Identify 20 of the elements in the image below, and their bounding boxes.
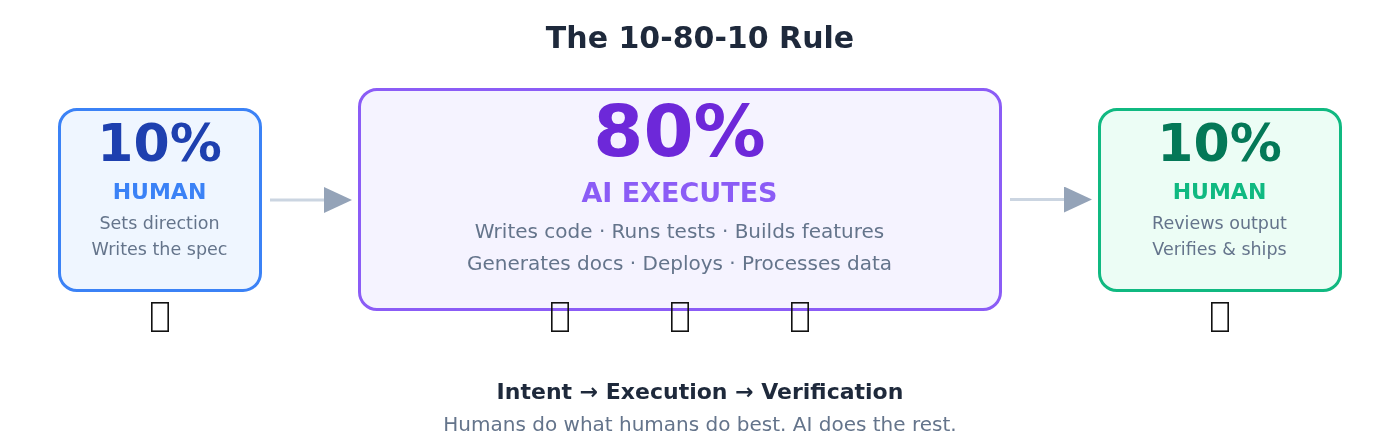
role-heading: HUMAN <box>112 178 207 206</box>
role-heading: HUMAN <box>1172 178 1267 206</box>
arrow <box>270 187 352 213</box>
process-box <box>358 88 1002 311</box>
flow-summary: Intent → Execution → Verification <box>496 379 904 406</box>
percentage-value: 10% <box>1157 112 1282 175</box>
process-box <box>58 108 262 292</box>
task-list: Generates docs · Deploys · Processes data <box>466 250 893 275</box>
arrow <box>1010 186 1092 213</box>
role-heading: AI EXECUTES <box>581 176 778 210</box>
task-description: Reviews output <box>1152 212 1287 234</box>
tagline: Humans do what humans do best. AI does the rest. <box>443 412 957 437</box>
task-description: Writes the spec <box>91 238 228 260</box>
task-description: Verifies & ships <box>1152 238 1287 260</box>
diagram-title: The 10-80-10 Rule <box>545 19 855 56</box>
percentage-value: 10% <box>97 112 222 175</box>
task-description: Sets direction <box>99 212 220 234</box>
task-list: Writes code · Runs tests · Builds features <box>474 218 885 243</box>
process-box <box>1098 108 1342 292</box>
percentage-value: 80% <box>593 88 766 175</box>
